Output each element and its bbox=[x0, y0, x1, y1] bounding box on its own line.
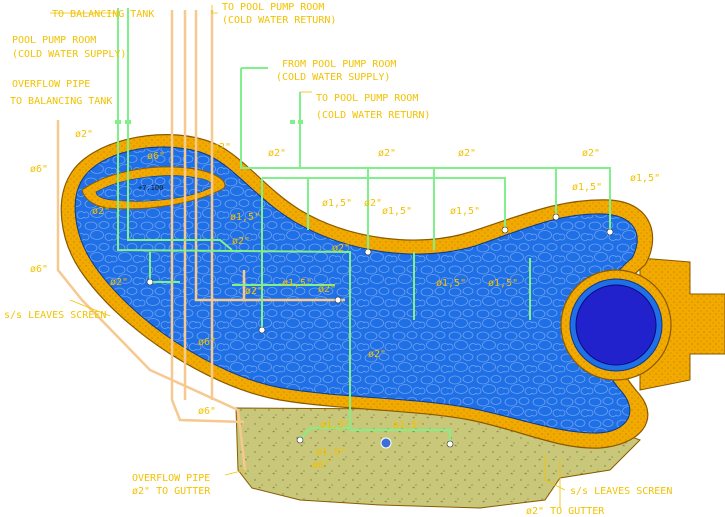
dim-label: ø1,5" bbox=[320, 420, 350, 431]
label-overflow-pipe-2: TO BALANCING TANK bbox=[10, 96, 112, 107]
dim-label: ø1,5" bbox=[630, 173, 660, 184]
dim-label: ø2" bbox=[75, 129, 93, 140]
inlet-9 bbox=[334, 296, 342, 304]
dim-label: ø1,5" bbox=[450, 206, 480, 217]
spa-inner bbox=[575, 284, 657, 366]
pipe-end-2 bbox=[125, 120, 131, 124]
dim-label: ø1,5" bbox=[282, 278, 312, 289]
dim-label: ø2" bbox=[364, 198, 382, 209]
label-to-pool-pump-room-top-1: TO POOL PUMP ROOM bbox=[222, 2, 324, 13]
dim-label: ø1,5" bbox=[572, 182, 602, 193]
label-level-mark: +7.100 bbox=[138, 184, 163, 192]
inlet-8 bbox=[446, 440, 454, 448]
supply-pipe-3 bbox=[240, 67, 611, 230]
dim-label: ø6" bbox=[198, 406, 216, 417]
dim-label: ø2" bbox=[378, 148, 396, 159]
supply-pipe-1 bbox=[117, 8, 351, 441]
dim-label: ø2" bbox=[213, 142, 231, 153]
inlet-7 bbox=[296, 436, 304, 444]
dim-label: ø1,5" bbox=[436, 278, 466, 289]
dim-label: ø2" bbox=[332, 243, 350, 254]
return-pipes bbox=[56, 10, 345, 471]
label-overflow-gutter-2: ø2" TO GUTTER bbox=[132, 486, 211, 497]
main-drain-icon bbox=[380, 437, 392, 449]
inlet-5 bbox=[258, 326, 266, 334]
pipe-end-1 bbox=[115, 120, 121, 124]
dim-label: ø2" bbox=[232, 236, 250, 247]
leader-6 bbox=[544, 455, 566, 491]
return-pipe-4 bbox=[194, 10, 345, 302]
label-pool-pump-room-supply-2: (COLD WATER SUPPLY) bbox=[12, 49, 126, 60]
leader-2 bbox=[211, 5, 218, 14]
pipe-end-3 bbox=[290, 120, 295, 124]
dim-label: ø6" bbox=[30, 264, 48, 275]
inlet-2 bbox=[501, 226, 509, 234]
return-pipe-2 bbox=[170, 10, 245, 424]
dim-label: ø1,5" bbox=[393, 420, 423, 431]
dim-label: ø2" bbox=[110, 277, 128, 288]
dim-label: ø2" bbox=[268, 148, 286, 159]
dim-label: ø2" bbox=[368, 349, 386, 360]
leader-lines bbox=[50, 5, 566, 508]
inlet-6 bbox=[146, 278, 154, 286]
label-gutter-bottom: ø2" TO GUTTER bbox=[526, 506, 605, 517]
supply-pipe-4 bbox=[262, 177, 506, 228]
supply-pipes bbox=[117, 8, 611, 445]
dim-label: ø6" bbox=[30, 164, 48, 175]
dim-label: ø2" bbox=[245, 286, 263, 297]
grid-marks bbox=[662, 260, 725, 470]
grid-mark-1 bbox=[662, 260, 725, 470]
label-to-pool-pump-room-top-2: (COLD WATER RETURN) bbox=[222, 15, 336, 26]
pool-shelf-water bbox=[95, 175, 212, 202]
label-to-pool-pump-room-mid-1: TO POOL PUMP ROOM bbox=[316, 93, 418, 104]
label-from-pool-pump-room-1: FROM POOL PUMP ROOM bbox=[282, 59, 396, 70]
label-overflow-pipe-1: OVERFLOW PIPE bbox=[12, 79, 90, 90]
inlet-3 bbox=[552, 213, 560, 221]
pipe-end-4 bbox=[298, 120, 303, 124]
inlet-4 bbox=[606, 228, 614, 236]
dim-label: ø1,5" bbox=[322, 198, 352, 209]
dim-label: ø2" bbox=[582, 148, 600, 159]
label-leaves-screen-left: s/s LEAVES SCREEN bbox=[4, 310, 106, 321]
inlet-fittings bbox=[146, 213, 614, 448]
dim-label: ø2" bbox=[458, 148, 476, 159]
dim-label: ø1,5" bbox=[382, 206, 412, 217]
label-pool-pump-room-supply-1: POOL PUMP ROOM bbox=[12, 35, 96, 46]
inlet-1 bbox=[364, 248, 372, 256]
label-from-pool-pump-room-2: (COLD WATER SUPPLY) bbox=[276, 72, 390, 83]
label-to-pool-pump-room-mid-2: (COLD WATER RETURN) bbox=[316, 110, 430, 121]
label-overflow-gutter-1: OVERFLOW PIPE bbox=[132, 473, 210, 484]
dim-label: ø1,5" bbox=[230, 212, 260, 223]
dim-label: ø1,5" bbox=[488, 278, 518, 289]
dim-label: ø2" bbox=[92, 206, 110, 217]
dim-label: ø6" bbox=[198, 337, 216, 348]
supply-pipe-13 bbox=[350, 429, 451, 445]
pipe-end-markers bbox=[115, 120, 303, 124]
dim-label: ø6" bbox=[147, 151, 165, 162]
dim-label: ø1,5" bbox=[316, 447, 346, 458]
return-pipe-left bbox=[56, 120, 247, 471]
dim-label: ø6" bbox=[312, 460, 330, 471]
leader-5 bbox=[224, 469, 246, 476]
leader-4 bbox=[69, 299, 111, 317]
dim-label: ø2" bbox=[318, 284, 336, 295]
label-to-balancing-tank: TO BALANCING TANK bbox=[52, 9, 154, 20]
label-leaves-screen-right: s/s LEAVES SCREEN bbox=[570, 486, 672, 497]
